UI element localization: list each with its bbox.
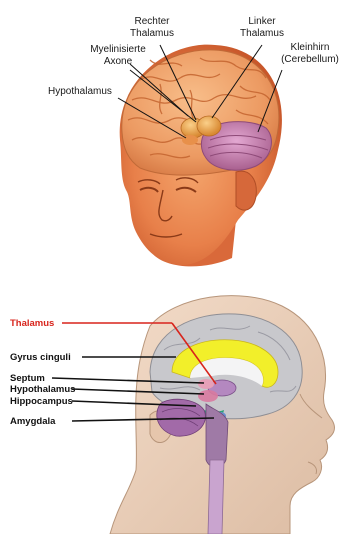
label-gyrus-cinguli: Gyrus cinguli: [10, 352, 71, 363]
label-hypothalamus-bottom: Hypothalamus: [10, 384, 75, 395]
label-kleinhirn-2: (Cerebellum): [281, 54, 339, 65]
label-thalamus-bottom: Thalamus: [10, 318, 54, 329]
septum-region: [198, 379, 214, 389]
label-rechter-thalamus-2: Thalamus: [130, 28, 174, 39]
label-kleinhirn-1: Kleinhirn: [291, 42, 330, 53]
label-linker-thalamus-2: Thalamus: [240, 28, 284, 39]
label-linker-thalamus-1: Linker: [248, 16, 276, 27]
bottom-section-illustration: [110, 296, 334, 534]
spinal-cord: [208, 460, 224, 534]
label-rechter-thalamus-1: Rechter: [134, 16, 170, 27]
label-septum: Septum: [10, 373, 45, 384]
left-thalamus: [197, 116, 221, 136]
label-amygdala: Amygdala: [10, 416, 56, 427]
label-hippocampus: Hippocampus: [10, 396, 73, 407]
label-myelinisierte-2: Axone: [104, 56, 133, 67]
label-myelinisierte-1: Myelinisierte: [90, 44, 146, 55]
top-head-illustration: [120, 45, 282, 267]
hypothalamus-region: [198, 390, 218, 402]
label-hypothalamus-top: Hypothalamus: [48, 86, 112, 97]
